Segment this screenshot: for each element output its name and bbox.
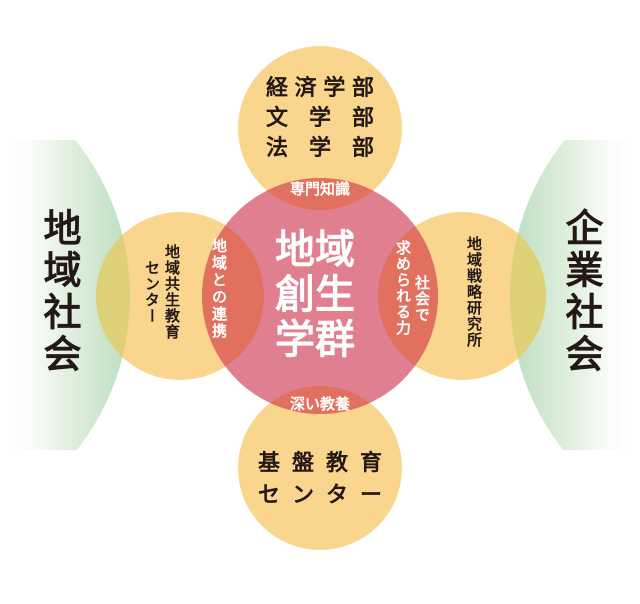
overlap-label-liberal-arts: 深い教養 xyxy=(289,395,350,413)
faculty-letters: 文学部 xyxy=(266,106,374,131)
overlap-right-col1: 社会で xyxy=(413,275,431,323)
bottom-line-2: センター xyxy=(258,483,382,508)
overlap-label-required-skills: 社会で 求められる力 xyxy=(393,240,431,336)
overlap-label-regional-collaboration: 地域との連携 xyxy=(210,238,228,340)
center-title-line-2: 創生 xyxy=(275,272,355,318)
center-title: 地域 創生 学群 xyxy=(275,228,365,363)
faculty-economics: 経済学部 xyxy=(266,76,374,101)
left-center-label-col2: センター xyxy=(143,260,161,324)
center-title-line-1: 地域 xyxy=(275,227,355,273)
bottom-center-circle xyxy=(238,386,402,550)
center-overlaps xyxy=(202,178,438,414)
left-center-label-col1: 地域共生教育 xyxy=(163,244,181,340)
faculty-law: 法学部 xyxy=(266,136,374,161)
overlap-label-expertise: 専門知識 xyxy=(289,180,350,198)
bottom-center-label: 基盤教育 センター xyxy=(258,448,382,512)
center-circle xyxy=(202,178,438,414)
top-faculty-circle xyxy=(238,46,402,210)
overlap-right-col2: 求められる力 xyxy=(394,240,412,336)
top-faculty-list: 経済学部 文学部 法学部 xyxy=(266,74,374,164)
right-institute-label: 地域戦略研究所 xyxy=(465,236,483,348)
center-title-line-3: 学群 xyxy=(275,317,355,363)
bottom-line-1: 基盤教育 xyxy=(258,451,382,476)
left-center-label: 地域共生教育 センター xyxy=(142,244,182,340)
right-society-label: 企業社会 xyxy=(559,208,603,376)
left-society-label: 地域社会 xyxy=(37,208,81,376)
